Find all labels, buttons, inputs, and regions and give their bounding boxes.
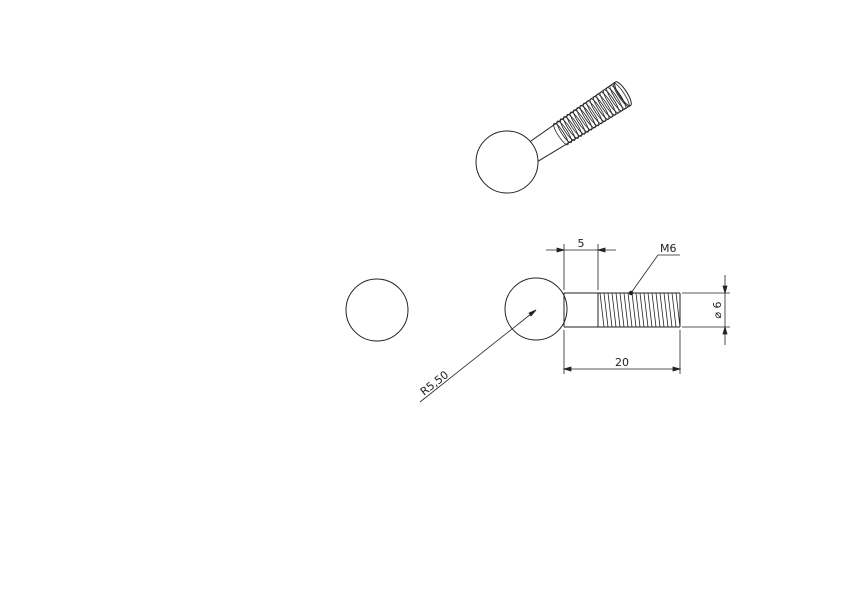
end-view-circle [345, 278, 409, 342]
dimensions [419, 244, 730, 403]
dim-diameter-label: ⌀ 6 [711, 301, 724, 318]
dim-radius-label: R5,50 [418, 368, 451, 398]
front-view [504, 277, 681, 341]
dim-total-length-label: 20 [615, 356, 629, 369]
dim-diameter [682, 275, 730, 345]
front-thread-lines [599, 292, 681, 328]
iso-thread-lines [553, 82, 630, 146]
dim-thread-label: M6 [660, 242, 677, 255]
isometric-view [475, 81, 632, 194]
front-ball-head [504, 277, 568, 341]
dim-thread-callout [628, 254, 680, 296]
dim-head-length [546, 244, 616, 290]
iso-ball-head [475, 130, 539, 194]
dim-total-length [562, 330, 682, 374]
dim-head-length-label: 5 [578, 237, 585, 250]
dim-radius [419, 309, 537, 403]
